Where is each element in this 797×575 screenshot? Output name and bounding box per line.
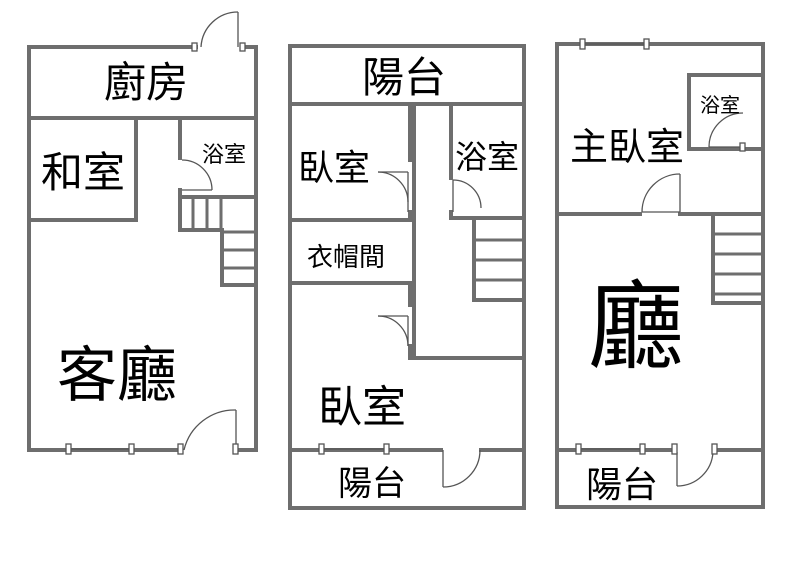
room-label-bathroom: 浴室 [700,93,740,117]
room-label-kitchen: 廚房 [104,58,188,107]
floor-1-stair-wall [178,195,258,287]
floor-2-bathroom-wall [449,102,526,220]
floor-1-japanese-room-wall [27,116,138,222]
floor-1-bathroom-door [181,159,213,191]
room-label-japanese-room: 和室 [41,148,125,197]
room-label-balcony-top: 陽台 [362,53,446,102]
floor-3-master-bedroom-door [641,173,681,213]
room-label-bedroom-small: 臥室 [298,148,370,189]
floor-1-front-door [177,409,239,455]
floor-3: 主臥室 浴室 廳 陽台 [555,38,765,509]
floor-1-stairs [191,198,255,270]
floor-2-outer-wall [288,44,526,510]
floor-2: 陽台 臥室 浴室 衣帽間 臥室 陽台 [288,44,526,510]
floor-1: 廚房 和室 浴室 客廳 [27,11,258,455]
floor-2-window [318,443,390,455]
room-label-balcony-bottom: 陽台 [338,464,406,504]
room-label-balcony: 陽台 [586,465,658,506]
floor-2-stair-wall [472,216,526,302]
floor-1-entry-door [191,11,246,52]
floor-3-bathroom-wall [687,73,765,151]
floor-2-stairs [475,238,523,282]
floor-1-outer-wall [27,45,258,452]
floor-3-stair-wall [711,212,765,305]
room-label-bathroom: 浴室 [455,138,519,176]
floor-2-bathroom-door [452,179,482,212]
floor-3-outer-wall [555,42,765,509]
floor-3-bathroom-door [708,112,746,152]
floor-2-small-bedroom-door [377,171,409,212]
floor-3-balcony-door [671,443,718,487]
room-label-bathroom: 浴室 [202,143,246,168]
floor-2-small-bedroom-wall [288,102,412,222]
room-label-living-room: 客廳 [57,341,177,411]
room-label-bedroom-large: 臥室 [318,382,406,433]
floor-1-window [65,443,135,455]
floor-3-top-window [579,38,650,50]
floor-2-corridor-wall [412,102,526,360]
floor-2-balcony-door [442,449,481,488]
floor-2-closet-wall [288,281,416,360]
floor-3-stairs [714,232,762,296]
floor-3-window [575,443,646,455]
room-label-master-bedroom: 主臥室 [570,125,684,169]
room-label-closet: 衣帽間 [307,243,385,273]
floor-2-large-bedroom-door [377,315,409,347]
room-label-hall: 廳 [588,271,684,383]
